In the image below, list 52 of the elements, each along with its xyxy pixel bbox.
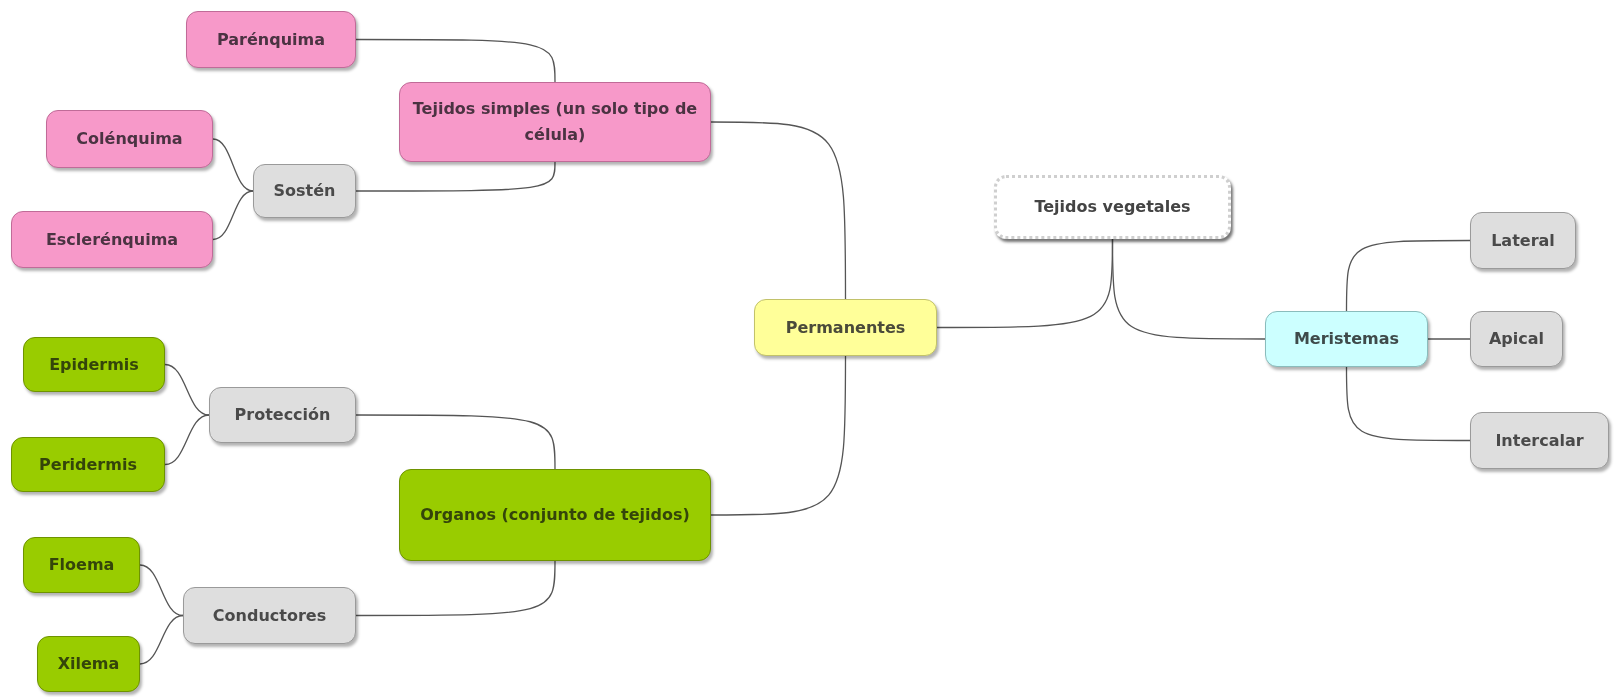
connector-line [212,190,254,241]
connector-line [1427,338,1471,340]
connector-line [355,161,556,192]
topic-text: Floema [48,554,115,577]
topic-text: Colénquima [76,128,183,151]
topic-text: Protección [234,404,331,427]
topic-text: Tejidos simples (un solo tipo de célula) [411,98,699,146]
topic-text: Organos (conjunto de tejidos) [420,504,690,527]
connector-line [355,38,556,83]
topic-box [399,469,711,561]
topic-text: Intercalar [1495,429,1584,452]
topic-box [1265,311,1428,367]
topic-box [754,299,937,356]
connector-line [139,614,184,665]
connector-line [164,414,210,466]
topic-text: Peridermis [39,453,137,476]
topic-box [183,587,356,644]
topic-box [186,11,356,68]
connector-line [1345,366,1471,442]
topic-text: Lateral [1491,229,1555,252]
topic-box [11,211,213,268]
connector-line [355,414,556,470]
topic-text: Parénquima [217,28,325,51]
connector-line [710,355,847,516]
topic-box [11,437,165,492]
topic-text: Epidermis [49,353,139,376]
connector-line [164,363,210,416]
root-topic-box [994,175,1231,239]
topic-box [209,387,356,443]
topic-box [1470,311,1563,367]
topic-text: Meristemas [1293,328,1400,351]
topic-text: Permanentes [785,316,906,339]
topic-text: Tejidos vegetales [1034,196,1191,219]
connector-line [139,564,184,617]
topic-text: Conductores [212,604,327,627]
topic-box [1470,412,1609,469]
connector-line [212,138,254,192]
connector-line [710,121,847,300]
topic-box [1470,212,1576,269]
connector-line [355,560,556,617]
topic-box [23,537,140,593]
topic-text: Xilema [57,653,120,676]
topic-text: Esclerénquima [45,228,179,251]
topic-text: Apical [1488,328,1545,351]
topic-text: Sostén [273,180,336,203]
connector-line [1111,238,1266,340]
topic-box [253,164,356,218]
topic-box [23,337,165,392]
topic-box [399,82,711,162]
connector-line [1345,239,1471,312]
topic-box [37,636,140,692]
topic-box [46,110,213,168]
